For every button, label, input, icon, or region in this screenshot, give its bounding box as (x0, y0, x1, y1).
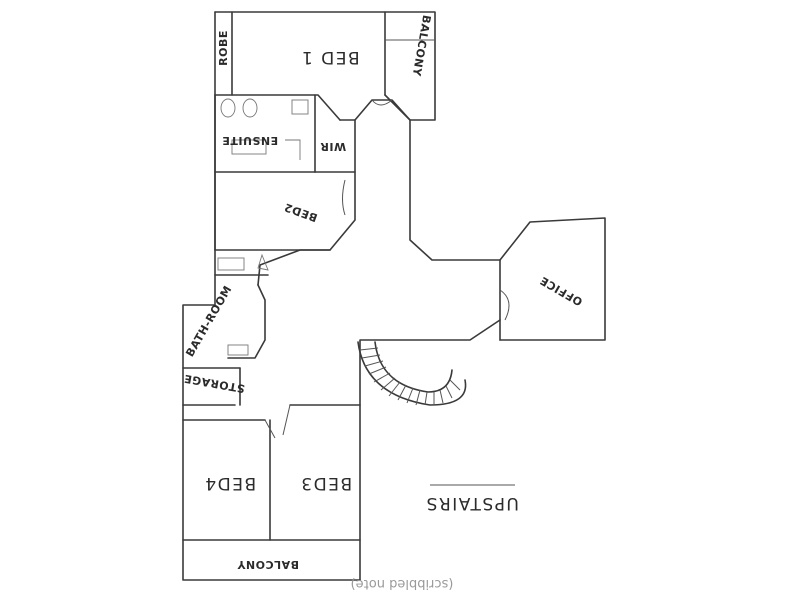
storage-label: STORAGE (183, 372, 246, 396)
bed3-bed4-walls (182, 404, 361, 581)
bed2-label: BED2 (282, 200, 319, 224)
office-walls (499, 217, 606, 341)
bed3-label: BED3 (300, 473, 352, 493)
balcony-bottom-label: BALCONY (236, 558, 299, 571)
wir-label: WIR (320, 140, 346, 153)
bathroom-label: BATH-ROOM (183, 283, 234, 359)
bed1-label: BED 1 (300, 47, 359, 67)
robe-label: ROBE (217, 30, 230, 66)
ensuite-label: ENSUITE (222, 134, 278, 147)
storage-walls (182, 367, 241, 406)
bed4-label: BED4 (204, 473, 256, 493)
spiral-staircase (357, 341, 467, 406)
footer-note: (scribbled note) (351, 576, 454, 591)
ensuite-walls (214, 94, 356, 173)
upstairs-label: UPSTAIRS (425, 493, 519, 513)
office-label: OFFICE (538, 274, 585, 309)
bathroom-walls (182, 249, 269, 406)
balcony-top-label: BALCONY (410, 14, 434, 78)
